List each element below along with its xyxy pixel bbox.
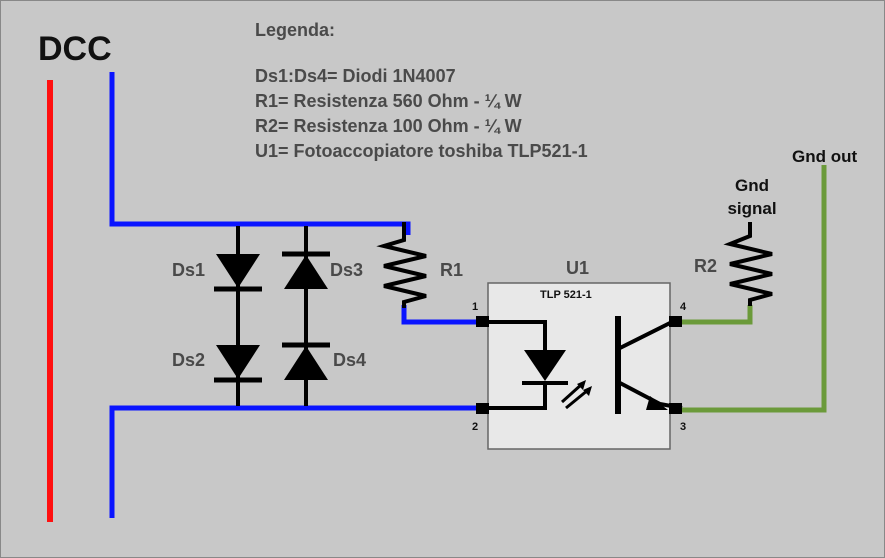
legend-line-1: Ds1:Ds4= Diodi 1N4007: [255, 66, 456, 86]
label-gnd-signal-1: Gnd: [735, 176, 769, 195]
label-ds3: Ds3: [330, 260, 363, 280]
led-emission-arrows: [560, 382, 589, 410]
label-ds1: Ds1: [172, 260, 205, 280]
legend: Legenda: Ds1:Ds4= Diodi 1N4007 R1= Resis…: [255, 20, 588, 161]
diode-ds2: [214, 345, 262, 383]
wire-bottom: [109, 405, 478, 518]
label-ds4: Ds4: [333, 350, 366, 370]
dcc-title: DCC: [38, 30, 112, 68]
u1-phototransistor: [615, 316, 683, 414]
blue-wiring: [109, 72, 478, 518]
resistor-r2: [723, 222, 773, 306]
wire-pin3-gndout: [682, 165, 827, 413]
wire-top: [109, 72, 411, 235]
label-r2: R2: [694, 256, 717, 276]
label-pin4: 4: [680, 301, 687, 313]
legend-line-4: U1= Fotoaccopiatore toshiba TLP521-1: [255, 141, 588, 161]
diode-ds4: [282, 342, 330, 380]
label-pin2: 2: [472, 421, 478, 433]
label-gnd-out: Gnd out: [792, 147, 857, 166]
label-pin1: 1: [472, 301, 478, 313]
output-wiring: [682, 165, 827, 413]
label-pin3: 3: [680, 421, 686, 433]
wire-pin4-r2: [682, 305, 753, 325]
label-r1: R1: [440, 260, 463, 280]
wire-r1-pin1: [401, 305, 478, 325]
diode-ds3: [282, 251, 330, 289]
u1-led-diode: [524, 350, 566, 381]
resistor-r1: [376, 222, 427, 308]
label-u1-part: TLP 521-1: [540, 289, 592, 301]
legend-heading: Legenda:: [255, 20, 335, 40]
u1-led: [488, 320, 547, 410]
legend-line-2: R1= Resistenza 560 Ohm - ¼ W: [255, 91, 522, 111]
legend-line-3: R2= Resistenza 100 Ohm - ¼ W: [255, 116, 522, 136]
label-u1: U1: [566, 258, 589, 278]
diode-ds1: [214, 254, 262, 292]
label-gnd-signal-2: signal: [727, 199, 776, 218]
u1-chip: [487, 282, 671, 450]
label-ds2: Ds2: [172, 350, 205, 370]
